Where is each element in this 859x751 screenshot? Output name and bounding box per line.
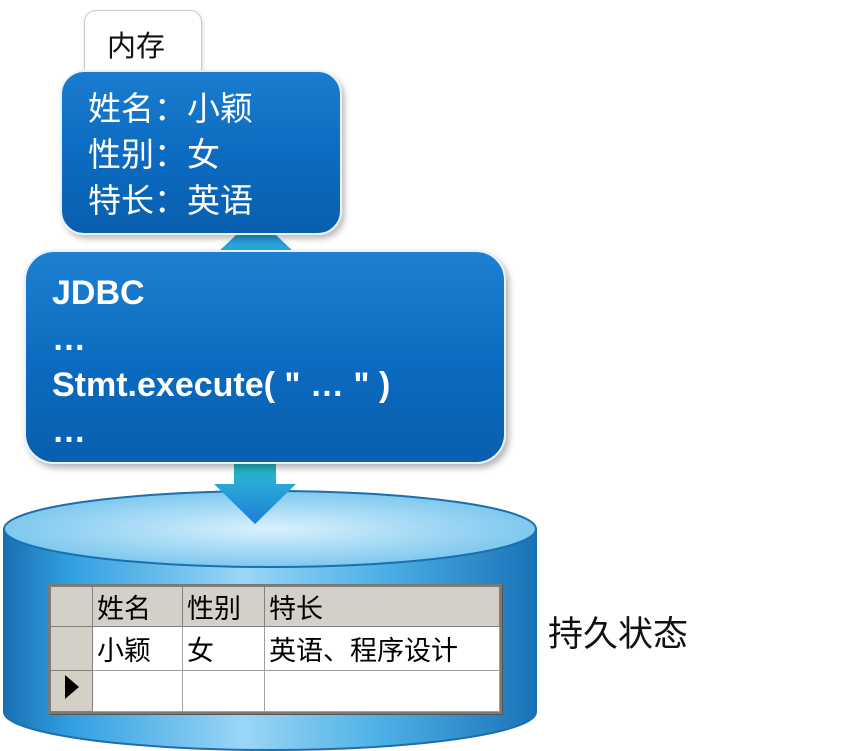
- row-selector-header: [50, 585, 93, 628]
- database-table: 姓名 性别 特长 小颖 女 英语、程序设计: [48, 584, 502, 714]
- table-cell: [264, 669, 500, 713]
- memory-line-name: 姓名：小颖: [88, 89, 253, 128]
- memory-tab-label: 内存: [107, 29, 166, 63]
- column-header-name: 姓名: [92, 585, 183, 628]
- table-cell: [92, 669, 183, 713]
- table-row-new: [50, 669, 500, 713]
- table-cell: 英语、程序设计: [264, 626, 500, 671]
- current-row-selector: [50, 669, 93, 713]
- jdbc-box: JDBC … Stmt.execute( " … " ) …: [24, 250, 506, 464]
- jdbc-line-ellipsis-2: …: [52, 412, 86, 450]
- jdbc-line-execute: Stmt.execute( " … " ): [52, 366, 391, 404]
- jdbc-line-title: JDBC: [52, 274, 145, 312]
- table-header-row: 姓名 性别 特长: [50, 585, 500, 628]
- row-selector: [50, 626, 93, 671]
- table-cell: [182, 669, 265, 713]
- memory-line-skill: 特长：英语: [88, 181, 253, 220]
- table-cell: 女: [182, 626, 265, 671]
- arrow-down-icon: [214, 446, 296, 524]
- jdbc-line-ellipsis-1: …: [52, 320, 86, 358]
- table-row: 小颖 女 英语、程序设计: [50, 626, 500, 671]
- current-row-pointer-icon: [64, 675, 79, 700]
- memory-box: 姓名：小颖 性别：女 特长：英语: [60, 70, 342, 235]
- memory-line-gender: 性别：女: [88, 135, 220, 174]
- table-cell: 小颖: [92, 626, 183, 671]
- persistent-state-label: 持久状态: [548, 615, 689, 655]
- column-header-gender: 性别: [182, 585, 265, 628]
- column-header-skill: 特长: [264, 585, 500, 628]
